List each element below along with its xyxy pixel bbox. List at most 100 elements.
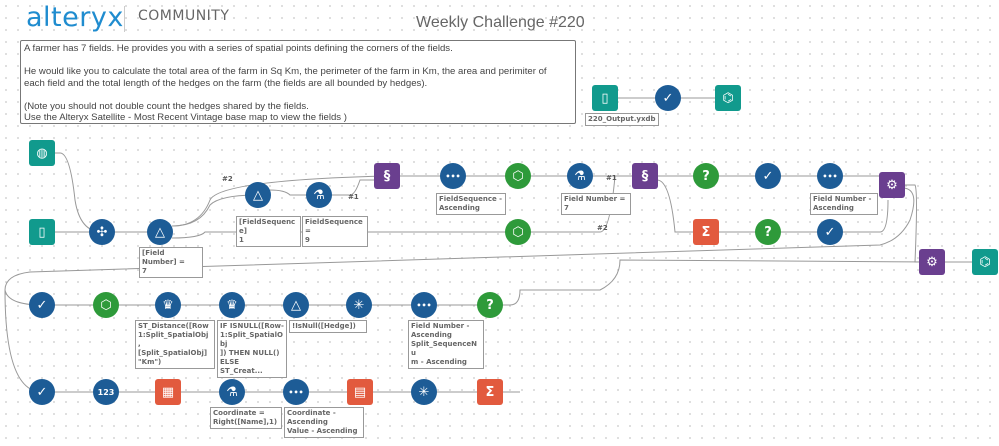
- sort-3-tool[interactable]: •••: [411, 292, 437, 318]
- flask-icon: ⚗: [313, 187, 325, 203]
- sort-2-tool[interactable]: •••: [817, 163, 843, 189]
- select-icon: ✓: [762, 168, 774, 184]
- wire-label: #1: [606, 174, 617, 182]
- filter-1-tool[interactable]: △: [147, 219, 173, 245]
- spatial-info-3-tool[interactable]: ?: [477, 292, 503, 318]
- flask-icon: ⚗: [226, 384, 238, 400]
- sort-icon: •••: [445, 171, 461, 181]
- globe-icon: ◍: [36, 145, 48, 161]
- poly-split-tool[interactable]: ⬡: [93, 292, 119, 318]
- filter-2-tool[interactable]: △: [245, 182, 271, 208]
- gears-icon: ⚙: [886, 177, 898, 193]
- select-5-tool[interactable]: ✓: [29, 379, 55, 405]
- filter-3-tool[interactable]: △: [283, 292, 309, 318]
- union-1-tool[interactable]: §: [374, 163, 400, 189]
- data-input-tool[interactable]: ▯: [29, 219, 55, 245]
- poly-split-icon: ⬡: [100, 297, 112, 313]
- output-browse-tool[interactable]: ⌬: [715, 85, 741, 111]
- unique-2-tool[interactable]: ✳: [411, 379, 437, 405]
- gears-icon: ⚙: [926, 254, 938, 270]
- summarize-2-tool[interactable]: Σ: [477, 379, 503, 405]
- annotation: Coordinate - Ascending Value - Ascending: [284, 407, 364, 438]
- transpose-icon: ▦: [161, 384, 175, 400]
- wire-label: #1: [348, 193, 359, 201]
- wire: [171, 231, 518, 239]
- crosstab-icon: ▤: [353, 384, 367, 400]
- union-2-tool[interactable]: §: [632, 163, 658, 189]
- poly-2-tool[interactable]: ⬡: [505, 219, 531, 245]
- map-input-tool[interactable]: ◍: [29, 140, 55, 166]
- sort-icon: •••: [416, 300, 432, 310]
- community-label: COMMUNITY: [138, 8, 230, 24]
- annotation: ST_Distance([Row 1:Split_SpatialObj , [S…: [135, 320, 215, 369]
- transpose-tool[interactable]: ▦: [155, 379, 181, 405]
- select-icon: ✓: [662, 90, 674, 106]
- annotation: Field Number - Ascending Split_SequenceN…: [408, 320, 484, 369]
- macro-1-tool[interactable]: ⚙: [879, 172, 905, 198]
- wire: [842, 199, 889, 233]
- challenge-description: A farmer has 7 fields. He provides you w…: [20, 40, 576, 124]
- wire: [4, 187, 915, 306]
- multirow-1-tool[interactable]: ♛: [155, 292, 181, 318]
- workflow-title: Weekly Challenge #220: [416, 14, 585, 31]
- formula-2-tool[interactable]: ⚗: [567, 163, 593, 189]
- select-3-tool[interactable]: ✓: [817, 219, 843, 245]
- output-input-tool[interactable]: ▯: [592, 85, 618, 111]
- select-4-tool[interactable]: ✓: [29, 292, 55, 318]
- record-id-icon: 123: [97, 387, 115, 397]
- wire-label: #2: [597, 224, 608, 232]
- sigma-icon: Σ: [701, 224, 711, 240]
- unique-1-tool[interactable]: ✳: [346, 292, 372, 318]
- annotation: FieldSequence = 9: [302, 216, 368, 247]
- annotation: [Field Number] = 7: [139, 247, 203, 278]
- multirow-icon: ♛: [162, 297, 174, 313]
- filter-icon: △: [291, 297, 301, 313]
- wire: [331, 179, 387, 196]
- annotation: Coordinate = Right([Name],1): [210, 407, 282, 429]
- sort-1-tool[interactable]: •••: [440, 163, 466, 189]
- book-icon: ▯: [601, 90, 609, 106]
- spatial-info-2-tool[interactable]: ?: [755, 219, 781, 245]
- filter-icon: △: [253, 187, 263, 203]
- binoculars-icon: ⌬: [722, 90, 734, 106]
- output-file-label: 220_Output.yxdb: [585, 113, 659, 126]
- wire: [171, 175, 388, 227]
- annotation: Field Number - Ascending: [810, 193, 878, 215]
- wire: [656, 179, 830, 233]
- spatial-info-1-tool[interactable]: ?: [693, 163, 719, 189]
- network-icon: ✣: [96, 224, 108, 240]
- annotation: FieldSequence - Ascending: [436, 193, 506, 215]
- dna-icon: §: [641, 168, 649, 184]
- multirow-2-tool[interactable]: ♛: [219, 292, 245, 318]
- macro-2-tool[interactable]: ⚙: [919, 249, 945, 275]
- browse-tool[interactable]: ⌬: [972, 249, 998, 275]
- filter-icon: △: [155, 224, 165, 240]
- crosstab-tool[interactable]: ▤: [347, 379, 373, 405]
- annotation: !IsNull([Hedge]): [289, 320, 367, 333]
- select-2-tool[interactable]: ✓: [755, 163, 781, 189]
- annotation: [FieldSequence] 1: [236, 216, 301, 247]
- logo-divider: [124, 6, 125, 32]
- formula-3-tool[interactable]: ⚗: [219, 379, 245, 405]
- wire-label: #2: [222, 175, 233, 183]
- poly-build-icon: ⬡: [512, 168, 524, 184]
- snowflake-icon: ✳: [353, 297, 365, 313]
- poly-1-tool[interactable]: ⬡: [505, 163, 531, 189]
- sort-4-tool[interactable]: •••: [283, 379, 309, 405]
- annotation: Field Number = 7: [561, 193, 631, 215]
- formula-1-tool[interactable]: ⚗: [306, 182, 332, 208]
- summarize-1-tool[interactable]: Σ: [693, 219, 719, 245]
- wire: [171, 194, 259, 227]
- question-icon: ?: [764, 224, 772, 240]
- record-id-tool[interactable]: 123: [93, 379, 119, 405]
- annotation: IF ISNULL([Row- 1:Split_SpatialObj ]) TH…: [217, 320, 287, 378]
- output-select-tool[interactable]: ✓: [655, 85, 681, 111]
- alteryx-logo: alteryx: [26, 2, 124, 33]
- wire: [269, 189, 319, 196]
- append-tool[interactable]: ✣: [89, 219, 115, 245]
- sort-icon: •••: [822, 171, 838, 181]
- select-icon: ✓: [36, 297, 48, 313]
- sigma-icon: Σ: [485, 384, 495, 400]
- binoculars-icon: ⌬: [979, 254, 991, 270]
- select-icon: ✓: [36, 384, 48, 400]
